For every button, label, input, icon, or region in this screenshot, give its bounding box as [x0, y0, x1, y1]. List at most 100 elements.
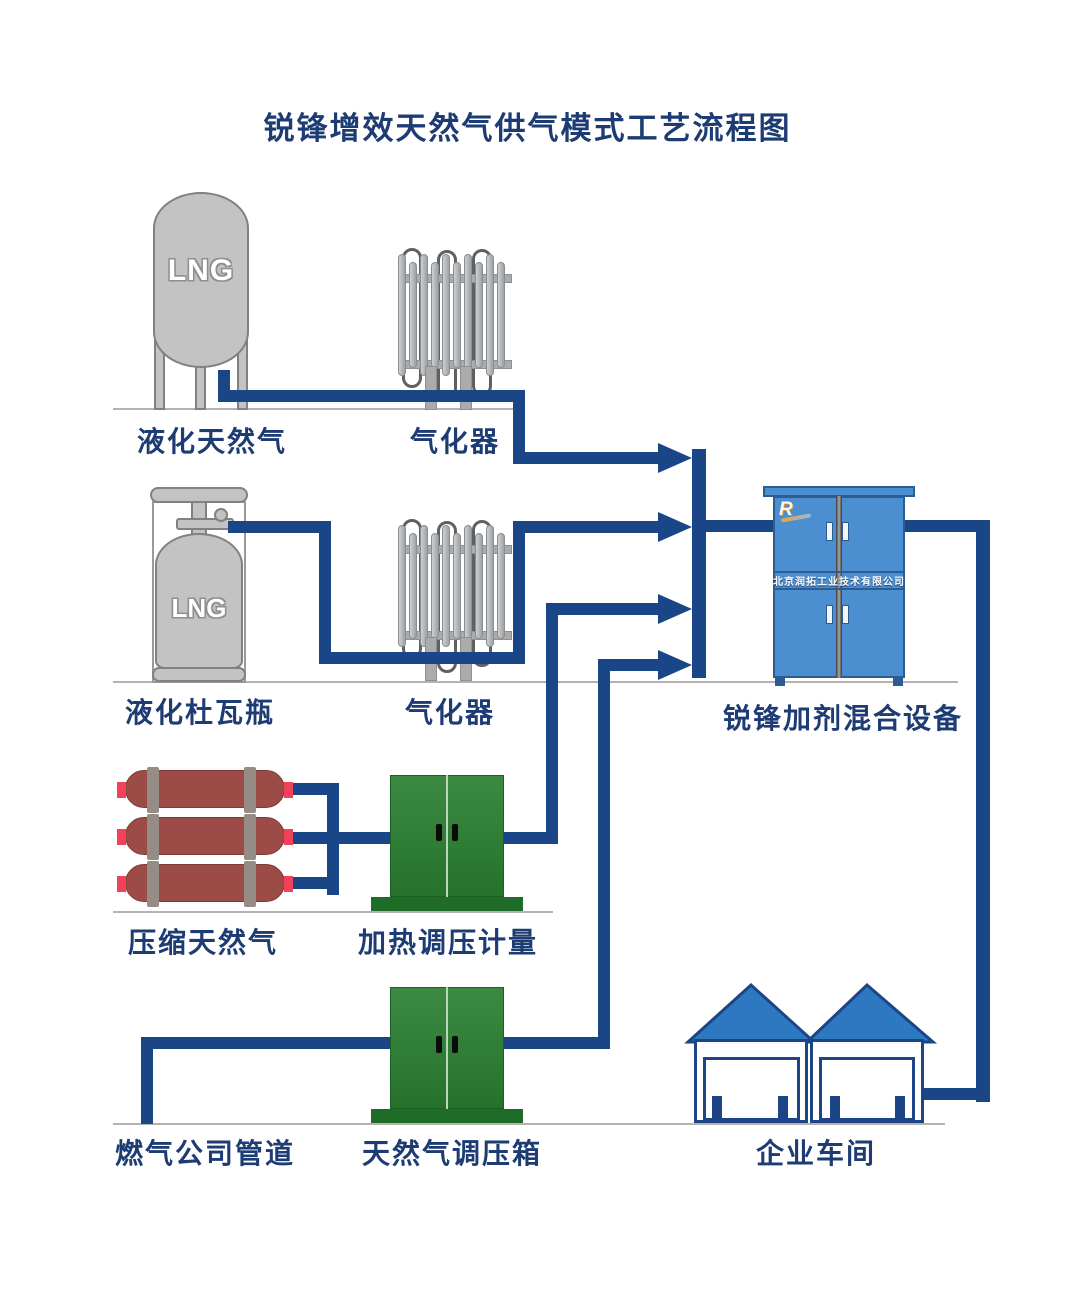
door-handle — [436, 1036, 442, 1053]
cabinet-foot — [893, 677, 903, 686]
pipe-segment — [513, 452, 661, 464]
door-post — [712, 1096, 722, 1121]
cabinet-base — [371, 897, 523, 911]
cylinder-end-cap — [117, 829, 126, 845]
pipe-segment — [598, 659, 610, 1049]
cylinder-strap — [147, 861, 159, 907]
cabinet-door-split — [836, 496, 842, 678]
ground-line-row2 — [113, 681, 958, 683]
finned-tube — [475, 533, 483, 639]
finned-tube — [453, 533, 461, 639]
cylinder-end-cap — [284, 782, 293, 798]
pipe-segment — [293, 877, 339, 889]
pipe-segment — [319, 652, 525, 664]
company-name-band: 北京润拓工业技术有限公司 — [773, 571, 905, 590]
pipe-segment — [513, 521, 661, 533]
finned-tube — [497, 533, 505, 639]
cylinder-strap — [244, 814, 256, 860]
lng-storage-tank: LNG — [153, 192, 249, 410]
cabinet-base — [371, 1109, 523, 1123]
pipe-segment — [141, 1037, 153, 1124]
finned-tube — [453, 262, 461, 368]
tank-vessel — [153, 192, 249, 368]
label-mixer: 锐锋加剂混合设备 — [722, 703, 963, 734]
pipe-segment — [228, 521, 331, 533]
finned-tube — [497, 262, 505, 368]
cng-cylinder — [117, 861, 293, 907]
dewar-valve-knob — [214, 508, 228, 522]
cng-cylinder — [117, 767, 293, 813]
finned-tube — [442, 525, 450, 647]
finned-tube — [442, 254, 450, 376]
door-handle — [842, 605, 849, 624]
label-lng-tank: 液化天然气 — [136, 426, 287, 457]
vaporizer-leg — [425, 366, 437, 410]
cylinder-end-cap — [117, 782, 126, 798]
finned-tube — [409, 262, 417, 368]
door-post — [830, 1096, 840, 1121]
collector-bar — [692, 449, 706, 678]
cabinet-foot — [775, 677, 785, 686]
roof-shapes — [684, 982, 938, 1044]
door-handle — [452, 824, 458, 841]
vaporizer-2 — [398, 519, 512, 681]
finned-tube — [475, 262, 483, 368]
dewar-base-ring — [152, 667, 246, 682]
brand-logo: R — [777, 499, 819, 525]
vaporizer-1 — [398, 248, 512, 410]
label-regulator-box: 天然气调压箱 — [361, 1138, 542, 1169]
pipe-segment — [319, 521, 331, 664]
pipe-segment — [976, 520, 990, 1102]
heater-metering-cabinet — [371, 775, 523, 911]
label-cng: 压缩天然气 — [127, 927, 278, 958]
regulator-box-cabinet — [371, 987, 523, 1123]
pipe-segment — [513, 521, 525, 664]
tank-marking: LNG — [167, 254, 235, 287]
label-heater-metering: 加热调压计量 — [357, 927, 538, 958]
flow-arrow — [658, 594, 692, 624]
door-post — [895, 1096, 905, 1121]
cylinder-end-cap — [284, 829, 293, 845]
finned-tube — [431, 262, 439, 368]
finned-tube — [398, 254, 406, 376]
label-vaporizer-1: 气化器 — [409, 426, 500, 457]
door-handle — [826, 522, 833, 541]
pipe-segment — [293, 832, 390, 844]
finned-tube — [486, 254, 494, 376]
diagram-title: 锐锋增效天然气供气模式工艺流程图 — [263, 111, 792, 146]
pipe-segment — [920, 1088, 976, 1100]
cabinet-door-split — [446, 775, 448, 897]
pipe-segment — [513, 390, 525, 464]
cylinder-strap — [244, 861, 256, 907]
finned-tube — [486, 525, 494, 647]
finned-tube — [431, 533, 439, 639]
cabinet-door-split — [446, 987, 448, 1109]
door-handle — [436, 824, 442, 841]
door-handle — [842, 522, 849, 541]
pipe-segment — [546, 603, 558, 844]
door-handle — [826, 605, 833, 624]
flow-arrow — [658, 512, 692, 542]
label-vaporizer-2: 气化器 — [404, 697, 495, 728]
label-dewar: 液化杜瓦瓶 — [124, 697, 275, 728]
door-handle — [452, 1036, 458, 1053]
label-pipeline: 燃气公司管道 — [114, 1138, 295, 1169]
dewar-top-cap — [150, 487, 248, 503]
vaporizer-leg — [460, 366, 472, 410]
cylinder-strap — [244, 767, 256, 813]
ground-line-row1 — [113, 408, 520, 410]
finned-tube — [420, 254, 428, 376]
finned-tube — [409, 533, 417, 639]
brand-letter: R — [779, 499, 793, 520]
ground-line-row3 — [113, 911, 553, 913]
flow-arrow — [658, 443, 692, 473]
finned-tube — [420, 525, 428, 647]
enterprise-workshop — [680, 975, 940, 1125]
label-workshop: 企业车间 — [755, 1138, 876, 1169]
finned-tube — [464, 525, 472, 647]
cylinder-end-cap — [284, 876, 293, 892]
flow-arrow — [658, 650, 692, 680]
pipe-segment — [598, 659, 661, 671]
cylinder-strap — [147, 814, 159, 860]
additive-mixing-cabinet: R 北京润拓工业技术有限公司 — [763, 486, 915, 686]
